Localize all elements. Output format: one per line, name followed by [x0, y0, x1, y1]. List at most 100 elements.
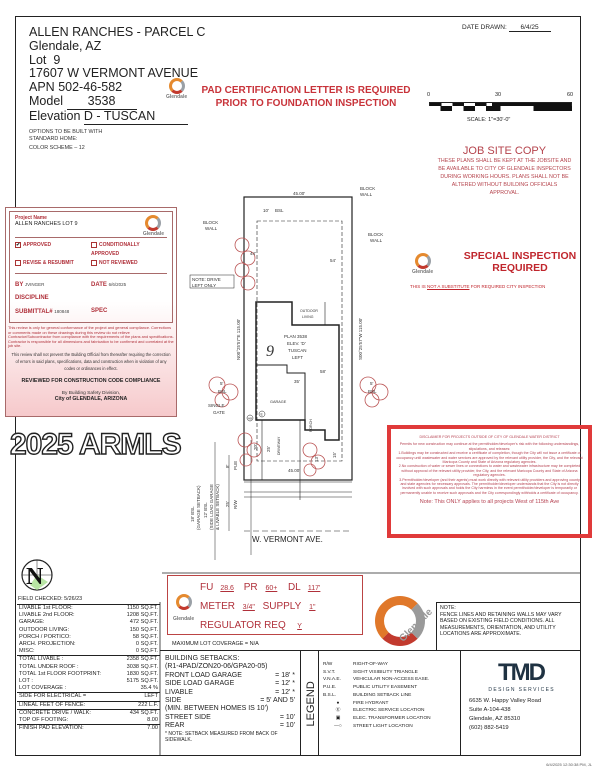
legend-desc: PUBLIC UTILITY EASEMENT [353, 685, 418, 691]
pue-label: PUE [233, 461, 238, 470]
review-stamp: Project Name ALLEN RANCHES LOT 9 Glendal… [5, 207, 177, 417]
disclaimer-note: Note: This ONLY applies to all projects … [419, 499, 560, 506]
row-value: 0 SQ.FT. [135, 641, 158, 648]
legend-abbr: V.N.A.E. [323, 677, 341, 683]
legend-item: B.S.L.BUILDING SETBACK LINE [323, 692, 458, 700]
dim-side-5: 5' [220, 381, 224, 386]
row-value: 1830 SQ.FT. [126, 670, 158, 677]
armls-watermark: 2025 ARMLS [9, 427, 182, 461]
stamp-city: City of GLENDALE, ARIZONA [54, 395, 128, 402]
stamp-division: By Building Safety Division, [61, 390, 121, 396]
pad-line-2: PRIOR TO FOUNDATION INSPECTION [215, 98, 397, 109]
block-wall-label: BLOCK [368, 232, 383, 237]
block-wall-label: WALL [370, 238, 383, 243]
tmd-address: Glendale, AZ 85310 [469, 716, 521, 722]
tmd-logo: TMD [498, 659, 546, 686]
row-value: 1150 SQ.FT. [127, 605, 158, 611]
stamp-project-label: Project Name [15, 215, 47, 221]
table-group: FINISH PAD ELEVATION:7.00 [17, 724, 160, 732]
row-value: 434 SQ.FT. [129, 709, 158, 716]
spec-label: SPEC [91, 308, 108, 314]
color-scheme: COLOR SCHEME – 12 [29, 144, 85, 151]
special-sub: FOR REQUIRED CITY INSPECTION [469, 284, 546, 289]
table-row: FINISH PAD ELEVATION:7.00 [17, 725, 160, 732]
dim-top-width: 45.00' [293, 191, 305, 196]
table-row: LIVABLE 1st FLOOR:1150 SQ.FT. [17, 605, 160, 612]
fu-label: FU [200, 582, 214, 593]
setback-line [256, 220, 343, 462]
setback-value: = 12' * [275, 688, 295, 696]
legend-desc: FIRE HYDRANT [353, 700, 389, 706]
field-checked: FIELD CHECKED: 5/26/23 [18, 596, 83, 602]
house-footprint [255, 301, 340, 441]
table-row: LOT COVERAGE :35.4 % [17, 685, 160, 692]
hb-label: HB [248, 417, 252, 421]
pr-label: PR [243, 582, 258, 593]
scale-tick: 60 [567, 92, 574, 98]
conditional-checkbox[interactable] [91, 241, 97, 248]
row-label: TOTAL UNDER ROOF : [19, 663, 79, 670]
discipline-label: DISCIPLINE [15, 295, 49, 301]
special-sub: THIS IS [410, 284, 428, 289]
reviewer: JVINGER [24, 282, 45, 287]
tmd-address: Suite A-104-438 [469, 707, 511, 713]
building-setbacks: BUILDING SETBACKS: (R1-4PAD/ZON20-06/GPA… [160, 650, 301, 755]
not-reviewed-label: NOT REVIEWED [99, 260, 138, 266]
disclaimer-text: 1.Buildings may be constructed and recei… [396, 451, 583, 465]
city: Glendale, AZ [29, 38, 102, 53]
glendale-logo: Glendale [412, 253, 433, 275]
setback-label: STREET SIDE [165, 713, 211, 721]
row-label: TOTAL 1st FLOOR FOOTPRINT: [19, 670, 101, 677]
table-row: ARCH. PROJECTION: 0 SQ.FT. [17, 641, 160, 648]
single-gate-label: GATE [213, 410, 225, 415]
approved-checkbox[interactable]: ✔ [15, 241, 21, 248]
disclaimer-text: Permits for new construction may continu… [399, 442, 580, 451]
setback-label: FRONT LOAD GARAGE [165, 671, 242, 679]
row-value: 472 SQ.FT. [129, 619, 158, 626]
legend-item: ▣ELEC. TRANSFORMER LOCATION [323, 715, 458, 723]
table-row: TOTAL UNDER ROOF :3038 SQ.FT. [17, 664, 160, 671]
job-site-title: JOB SITE COPY [462, 145, 547, 157]
driveway-label: DRIVEWAY [277, 436, 281, 455]
legend-abbr: Ⓔ [335, 708, 341, 714]
setback-row: LIVABLE= 12' * [165, 689, 295, 697]
revise-checkbox[interactable] [15, 259, 21, 266]
table-group: SIDE FOR ELECTRICAL =LEFT [17, 692, 160, 700]
rw-label: R/W [233, 500, 238, 510]
block-wall-label: BLOCK [203, 220, 218, 225]
plan-label: ELEV. 'D' [287, 341, 306, 346]
legend-desc: STREET LIGHT LOCATION [353, 723, 413, 729]
not-reviewed-checkbox[interactable] [91, 259, 97, 266]
apn: 502-46-582 [58, 80, 123, 95]
dim-rw: 25' [225, 501, 230, 507]
options-1: OPTIONS TO BE BUILT WITH [29, 128, 103, 135]
row-value: 58 SQ.FT. [132, 633, 158, 640]
setback-value: = 10' [279, 713, 295, 721]
water-district-disclaimer: DISCLAIMER FOR PROJECTS OUTSIDE OF CITY … [387, 425, 592, 538]
setback-row: FRONT LOAD GARAGE= 18' * [165, 672, 295, 680]
lot-number: 9 [53, 52, 61, 67]
row-label: ARCH. PROJECTION: [19, 641, 76, 648]
dim-20: 20' [253, 444, 258, 450]
row-label: SIDE FOR ELECTRICAL = [19, 693, 87, 700]
row-label: FINISH PAD ELEVATION: [19, 725, 84, 732]
meter-value: 3/4" [242, 604, 255, 611]
row-label: GARAGE: [19, 619, 45, 626]
legend-abbr: P.U.E. [323, 685, 337, 691]
table-row: SIDE FOR ELECTRICAL =LEFT [17, 693, 160, 700]
setback-label: SIDE LOAD GARAGE [165, 680, 235, 688]
row-value: 1208 SQ.FT. [126, 612, 158, 619]
tmd-design-services: TMD D E S I G N S E R V I C E S 6635 W. … [461, 650, 581, 755]
note-drive: LEFT ONLY [192, 283, 216, 288]
table-row: OUTDOOR LIVING:150 SQ.FT. [17, 627, 160, 634]
setbacks-min: (MIN. BETWEEN HOMES IS 10') [165, 705, 269, 713]
left-bearing: N00°25'57"E 115.00' [236, 319, 241, 360]
job-site-body: THESE PLANS SHALL BE KEPT AT THE JOBSITE… [437, 158, 572, 196]
disclaimer-text: 2.No construction of water or sewer line… [398, 464, 581, 478]
revise-label: REVISE & RESUBMIT [23, 260, 74, 266]
legend-desc: VEHICULAR NON-ACCESS EASE. [353, 677, 430, 683]
electric-service-icon [258, 410, 266, 418]
